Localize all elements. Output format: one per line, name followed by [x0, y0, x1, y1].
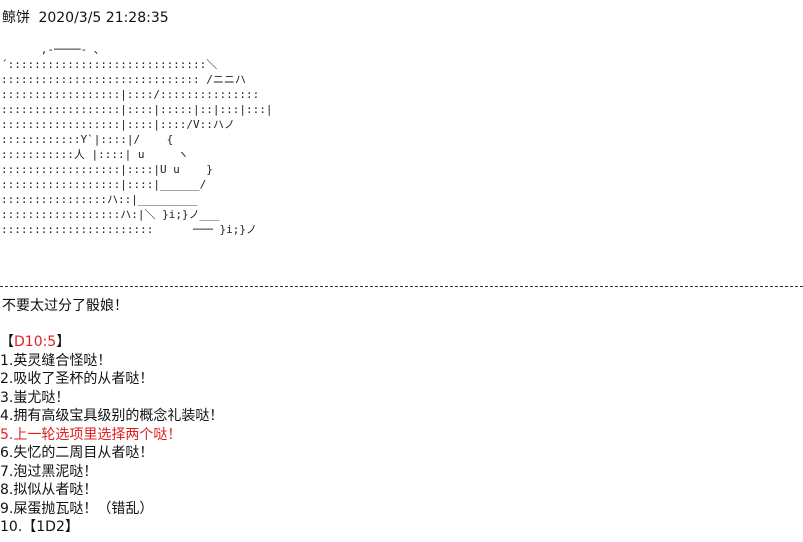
- option-1: 1.英灵缝合怪哒！: [0, 352, 112, 369]
- option-3: 3.蚩尤哒！: [0, 389, 70, 406]
- ascii-art: ,-────- 、 ´:::::::::::::::::::::::::::::…: [1, 42, 273, 237]
- dice-block: 【D10:5】 1.英灵缝合怪哒！ 2.吸收了圣杯的从者哒！ 3.蚩尤哒！ 4.…: [0, 333, 223, 537]
- option-10: 10.【1D2】: [0, 519, 79, 535]
- ascii-art-line: ::::::::::::Y`|::::|/ {: [1, 133, 174, 146]
- ascii-art-line: ::::::::::::::::::|::::|::::/V::ハノ: [1, 118, 235, 131]
- dice-header: 【D10:5】: [0, 333, 223, 352]
- ascii-art-line: ,-────- 、: [1, 43, 105, 56]
- ascii-art-line: ::::::::::::::::ハ::|_________: [1, 193, 198, 206]
- message-text: 不要太过分了骰娘！: [2, 298, 128, 314]
- post-header: 鲸饼 2020/3/5 21:28:35: [2, 9, 169, 27]
- ascii-art-line: ::::::::::::::::::ハ:|＼ }i;}ノ___: [1, 208, 220, 221]
- option-8: 8.拟似从者哒！: [0, 482, 98, 498]
- ascii-art-line: ´::::::::::::::::::::::::::::::＼: [1, 58, 218, 71]
- ascii-art-line: :::::::::::::::::::::::::::::: /ニニハ: [1, 73, 246, 86]
- dice-roll: D10:5: [14, 334, 57, 350]
- dashed-separator: [0, 286, 803, 287]
- ascii-art-line: ::::::::::::::::::|::::|______/: [1, 178, 207, 191]
- ascii-art-line: :::::::::::人 |::::| u ヽ: [1, 148, 189, 161]
- ascii-art-line: ::::::::::::::::::|::::|U u }: [1, 163, 213, 176]
- dice-bracket-open: 【: [0, 334, 14, 350]
- option-6: 6.失忆的二周目从者哒！: [0, 445, 154, 461]
- post-author: 鲸饼: [2, 10, 30, 26]
- ascii-art-line: ::::::::::::::::::::::: ─── }i;}ノ: [1, 223, 258, 236]
- option-7: 7.泡过黑泥哒！: [0, 463, 98, 480]
- option-5-selected: 5.上一轮选项里选择两个哒！: [0, 426, 182, 443]
- ascii-art-line: ::::::::::::::::::|::::|:::::|::|:::|:::…: [1, 103, 273, 116]
- option-4: 4.拥有高级宝具级别的概念礼装哒！: [0, 408, 224, 424]
- dice-bracket-close: 】: [56, 334, 71, 350]
- option-2: 2.吸收了圣杯的从者哒！: [0, 371, 154, 387]
- ascii-art-line: ::::::::::::::::::|::::/:::::::::::::::: [1, 88, 260, 101]
- post-timestamp: 2020/3/5 21:28:35: [38, 10, 169, 26]
- option-9: 9.屎蛋抛瓦哒！（错乱）: [0, 500, 154, 517]
